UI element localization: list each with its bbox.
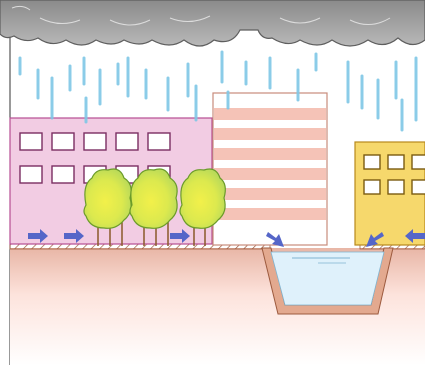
yellow-building	[355, 142, 425, 245]
cloud-icon	[0, 0, 425, 46]
white-building	[213, 93, 327, 245]
drainage-channel	[262, 248, 393, 314]
